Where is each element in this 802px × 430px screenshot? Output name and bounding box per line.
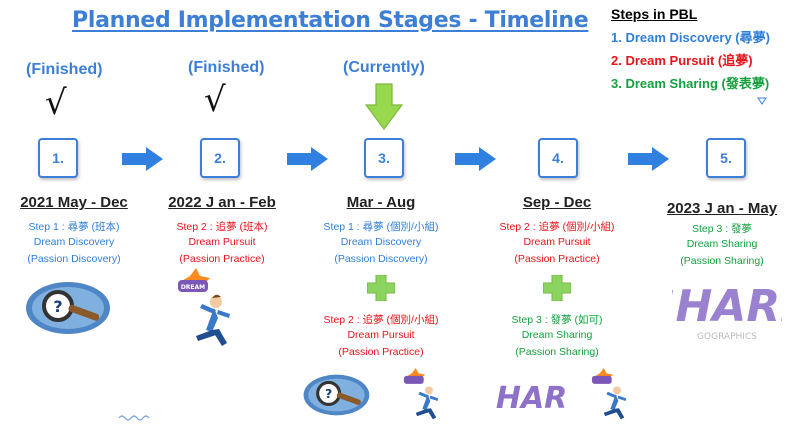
stage-step-sub: (Passion Practice) [338,346,424,358]
legend-item-sharing: 3. Dream Sharing (發表夢) [611,76,770,91]
stage-period-2: 2022 J an - Feb [168,194,276,211]
stage-number: 5. [720,150,732,166]
stage-step-text: Step 1 : 尋夢 (班本) [28,221,120,233]
stage-box-2: 2. [200,138,240,178]
small-triangle-icon [757,97,767,105]
magnifier-image: ? [26,282,110,334]
squiggle-decoration [118,415,150,421]
stage-number: 1. [52,150,64,166]
stage-step-name: Dream Pursuit [347,329,415,341]
stage-step-text: Step 3 : 發夢 (如可) [511,314,603,326]
share-word-text: SHARE [494,381,568,416]
legend-item-pursuit: 2. Dream Pursuit (追夢) [611,53,753,68]
share-word-text: SHARE [672,281,782,332]
stage-number: 2. [214,150,226,166]
stage-box-4: 4. [538,138,578,178]
stage-step-name: Dream Pursuit [188,236,256,248]
runner-image: DREAM [178,268,230,346]
stage-step-name: Dream Sharing [686,238,758,250]
svg-text:?: ? [53,297,62,316]
right-arrow-icon [455,147,496,171]
stage-step-text: Step 2 : 追夢 (班本) [176,221,268,233]
plus-icon [367,275,395,301]
checkmark-icon-1: √ [45,83,67,123]
stage-step-sub: (Passion Sharing) [680,255,764,267]
status-currently: (Currently) [343,59,425,76]
share-image-large: SHARE GOGRAPHICS [644,273,802,343]
stage-step-text: Step 3 : 發夢 [691,223,753,235]
stage-period-1: 2021 May - Dec [20,194,128,211]
legend-heading: Steps in PBL [611,6,698,22]
runner-image [403,368,439,420]
runner-image [591,368,627,420]
current-stage-arrow-icon [365,83,403,130]
svg-text:?: ? [325,386,332,401]
stage-period-4: Sep - Dec [522,194,592,211]
stage-step-text: Step 2 : 追夢 (個別/小組) [499,221,615,233]
stage-step-text: Step 1 : 尋夢 (個別/小組) [323,221,439,233]
stage-step-sub: (Passion Practice) [514,253,600,265]
status-finished-2: (Finished) [188,59,265,76]
stage-step-text: Step 2 : 追夢 (個別/小組) [323,314,439,326]
stage-number: 4. [552,150,564,166]
magnifier-image: ? [303,374,370,416]
stage-step-sub: (Passion Practice) [179,253,265,265]
stage-period-5: 2023 J an - May [666,200,778,217]
share-sub-text: GOGRAPHICS [697,332,757,342]
status-finished-1: (Finished) [26,61,103,78]
stage-step-name: Dream Sharing [521,329,593,341]
dream-tag-text: DREAM [181,284,205,291]
checkmark-icon-2: √ [204,80,226,120]
right-arrow-icon [628,147,669,171]
page-title: Planned Implementation Stages - Timeline [72,8,589,33]
stage-step-sub: (Passion Discovery) [27,253,121,265]
stage-box-3: 3. [364,138,404,178]
stage-step-name: Dream Pursuit [523,236,591,248]
legend-item-discovery: 1. Dream Discovery (尋夢) [611,30,770,45]
stage-period-3: Mar - Aug [346,194,416,211]
stage-box-1: 1. [38,138,78,178]
share-image: SHARE [474,376,588,420]
right-arrow-icon [287,147,328,171]
plus-icon [543,275,571,301]
stage-step-name: Dream Discovery [340,236,422,248]
stage-step-sub: (Passion Sharing) [515,346,599,358]
stage-number: 3. [378,150,390,166]
stage-step-sub: (Passion Discovery) [334,253,428,265]
stage-box-5: 5. [706,138,746,178]
stage-step-name: Dream Discovery [33,236,115,248]
right-arrow-icon [122,147,163,171]
